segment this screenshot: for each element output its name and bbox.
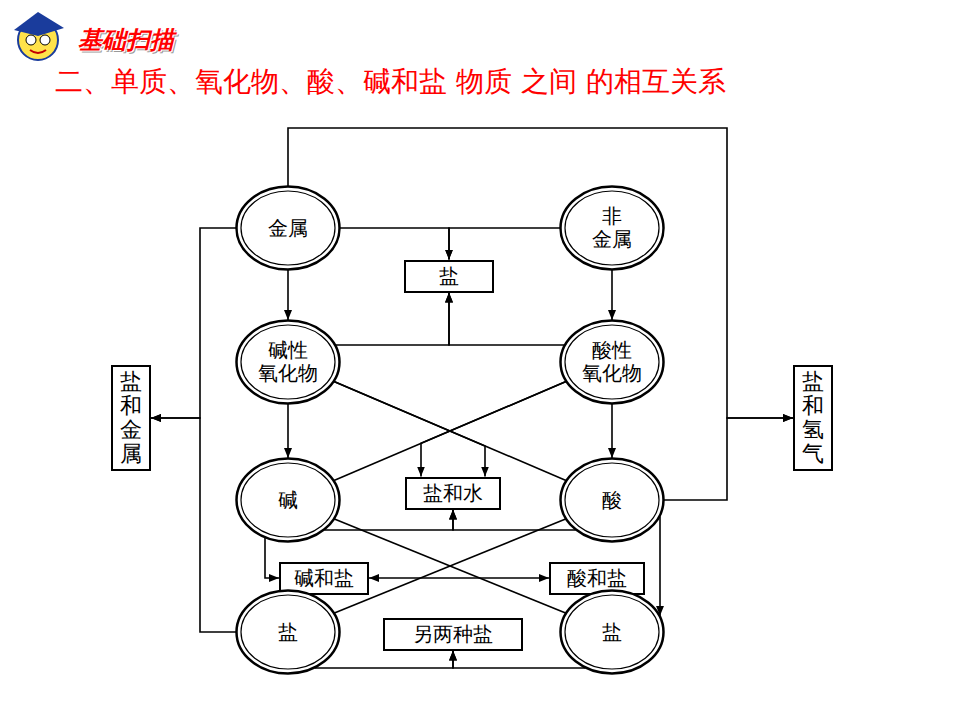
reaction-connector	[369, 577, 549, 579]
slide-title: 二、单质、氧化物、酸、碱和盐 物质 之间 的相互关系	[55, 64, 905, 100]
outer-ring	[561, 459, 664, 542]
reaction-connector	[334, 382, 566, 481]
node-text: 盐和氢气	[802, 370, 824, 467]
reaction-connector	[334, 382, 485, 477]
reaction-connector	[453, 651, 585, 669]
node-text: 盐和水	[423, 482, 483, 505]
outer-ring	[237, 187, 340, 270]
node-text: 碱性 氧化物	[258, 339, 318, 385]
logo-eye	[26, 35, 36, 45]
reaction-connector	[336, 293, 449, 346]
product-box: 盐和水	[405, 477, 501, 510]
reaction-connector	[334, 382, 566, 481]
product-box: 盐	[404, 260, 494, 293]
product-box: 酸和盐	[549, 562, 645, 595]
logo-cap	[14, 12, 64, 36]
outer-ring	[561, 321, 664, 404]
node-text: 盐	[278, 621, 298, 644]
node-text: 非 金属	[592, 205, 632, 251]
inner-ring	[241, 191, 335, 265]
reaction-connector	[340, 228, 449, 260]
node-text: 碱	[278, 489, 298, 512]
inner-ring	[565, 191, 659, 265]
product-column: 盐和金属	[111, 365, 151, 472]
element-circle: 酸性 氧化物	[559, 319, 665, 405]
node-text: 酸	[602, 489, 622, 512]
reaction-connector	[659, 516, 661, 616]
node-text: 酸和盐	[567, 567, 627, 590]
node-text: 盐	[439, 265, 459, 288]
element-circle: 盐	[235, 589, 341, 675]
reaction-connector	[611, 404, 613, 458]
outer-ring	[237, 459, 340, 542]
element-circle: 盐	[559, 589, 665, 675]
outer-ring	[237, 321, 340, 404]
outer-ring	[237, 591, 340, 674]
reaction-connector	[265, 538, 279, 578]
reaction-connector	[287, 404, 289, 458]
inner-ring	[241, 325, 335, 399]
element-circle: 碱	[235, 457, 341, 543]
node-text: 另两种盐	[413, 623, 493, 646]
reaction-connector	[334, 519, 565, 613]
reaction-connector	[287, 270, 289, 320]
element-circle: 酸	[559, 457, 665, 543]
reaction-connector	[449, 293, 564, 346]
reaction-connector	[453, 510, 576, 531]
outer-ring	[561, 591, 664, 674]
reaction-connector	[664, 418, 793, 500]
reaction-connector	[449, 228, 560, 260]
reaction-connector	[151, 418, 236, 632]
reaction-connector	[151, 228, 236, 418]
element-circle: 金属	[235, 185, 341, 271]
node-text: 酸性 氧化物	[582, 339, 642, 385]
node-text: 盐和金属	[120, 370, 142, 467]
outer-ring	[561, 187, 664, 270]
node-text: 碱和盐	[294, 567, 354, 590]
inner-ring	[241, 463, 335, 537]
reaction-connector	[288, 128, 793, 418]
logo-text: 基础扫描	[78, 24, 174, 56]
inner-ring	[241, 595, 335, 669]
inner-ring	[565, 325, 659, 399]
node-text: 金属	[268, 217, 308, 240]
element-circle: 非 金属	[559, 185, 665, 271]
reaction-connector	[421, 382, 566, 477]
node-text: 盐	[602, 621, 622, 644]
logo-mouth	[30, 50, 46, 53]
product-box: 另两种盐	[383, 618, 523, 651]
element-circle: 碱性 氧化物	[235, 319, 341, 405]
product-column: 盐和氢气	[793, 365, 833, 472]
reaction-connector	[324, 510, 453, 531]
reaction-connector	[315, 651, 453, 669]
inner-ring	[565, 463, 659, 537]
reaction-connector	[334, 519, 565, 613]
inner-ring	[565, 595, 659, 669]
reaction-connector	[611, 270, 613, 320]
logo-eye	[40, 35, 50, 45]
